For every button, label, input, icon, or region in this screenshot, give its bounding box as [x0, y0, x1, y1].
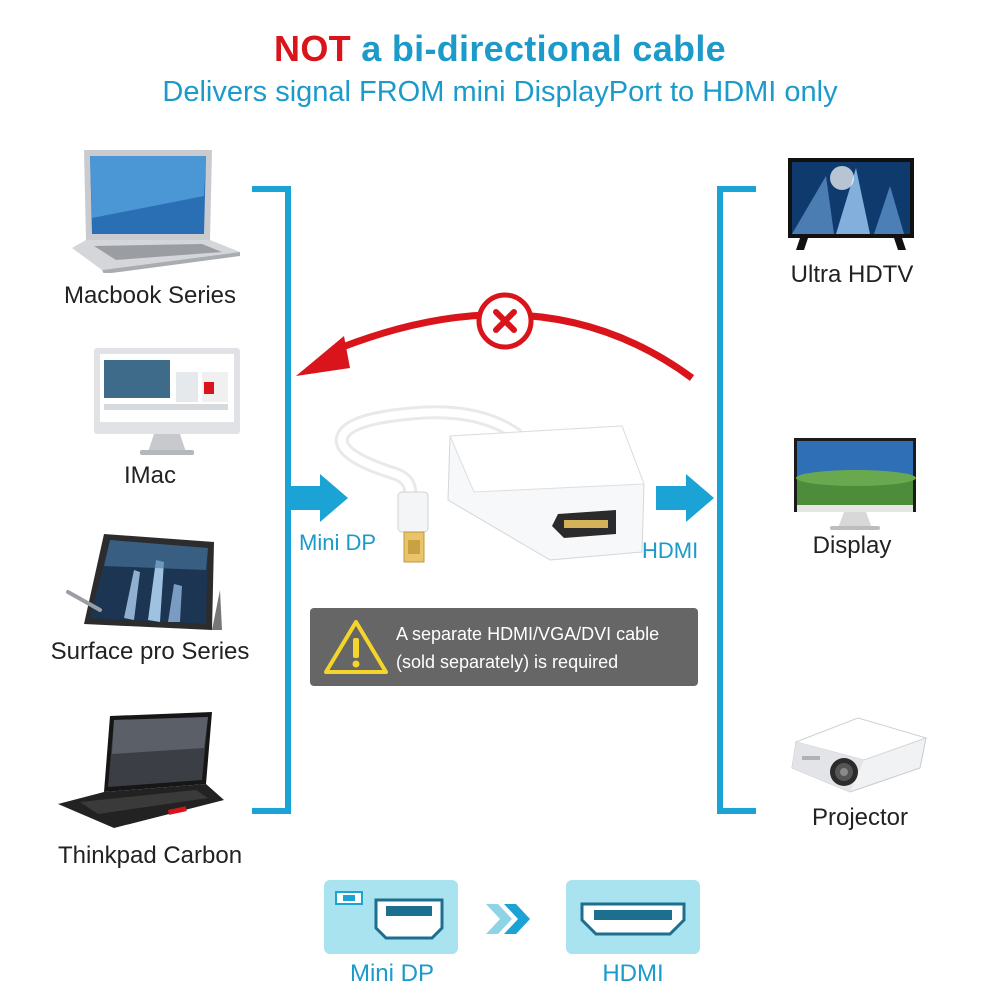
- imac-icon: [94, 348, 240, 455]
- bottom-from-label: Mini DP: [349, 960, 434, 987]
- warning-text: A separate HDMI/VGA/DVI cable (sold sepa…: [396, 620, 659, 676]
- double-chevron-icon: [486, 904, 530, 934]
- tv-icon: [788, 158, 914, 250]
- laptop-icon: [72, 150, 240, 273]
- warning-line-1: A separate HDMI/VGA/DVI cable: [396, 624, 660, 644]
- warning-line-2: (sold separately) is required: [396, 652, 619, 672]
- thinkpad-icon: [58, 712, 224, 828]
- left-bracket: [252, 186, 291, 814]
- device-label-display: Display: [812, 532, 892, 559]
- warning-icon: [324, 620, 388, 674]
- input-arrow-icon: [290, 474, 348, 522]
- bottom-to-label: HDMI: [602, 960, 664, 987]
- title-rest: a bi-directional cable: [350, 28, 726, 69]
- page-subtitle: Delivers signal FROM mini DisplayPort to…: [162, 76, 838, 108]
- output-label: HDMI: [642, 538, 699, 563]
- adapter-icon: [334, 405, 645, 563]
- device-label-imac: IMac: [123, 462, 176, 489]
- right-bracket: [717, 186, 756, 814]
- device-label-thinkpad: Thinkpad Carbon: [57, 842, 243, 869]
- device-label-uhdtv: Ultra HDTV: [790, 261, 914, 288]
- device-label-projector: Projector: [811, 804, 909, 831]
- not-allowed-icon: [476, 292, 534, 350]
- tablet-icon: [66, 534, 222, 630]
- projector-icon: [791, 717, 928, 793]
- monitor-icon: [794, 438, 916, 530]
- title-emphasis: NOT: [274, 28, 351, 69]
- warning-box: A separate HDMI/VGA/DVI cable (sold sepa…: [310, 608, 698, 686]
- page-title: NOT a bi-directional cable: [0, 28, 1000, 70]
- mini-dp-port-icon: [324, 880, 458, 954]
- input-label: Mini DP: [299, 530, 377, 555]
- hdmi-port-icon: [566, 880, 700, 954]
- output-arrow-icon: [656, 474, 714, 522]
- device-label-macbook: Macbook Series: [63, 282, 237, 309]
- device-label-surface: Surface pro Series: [50, 638, 250, 665]
